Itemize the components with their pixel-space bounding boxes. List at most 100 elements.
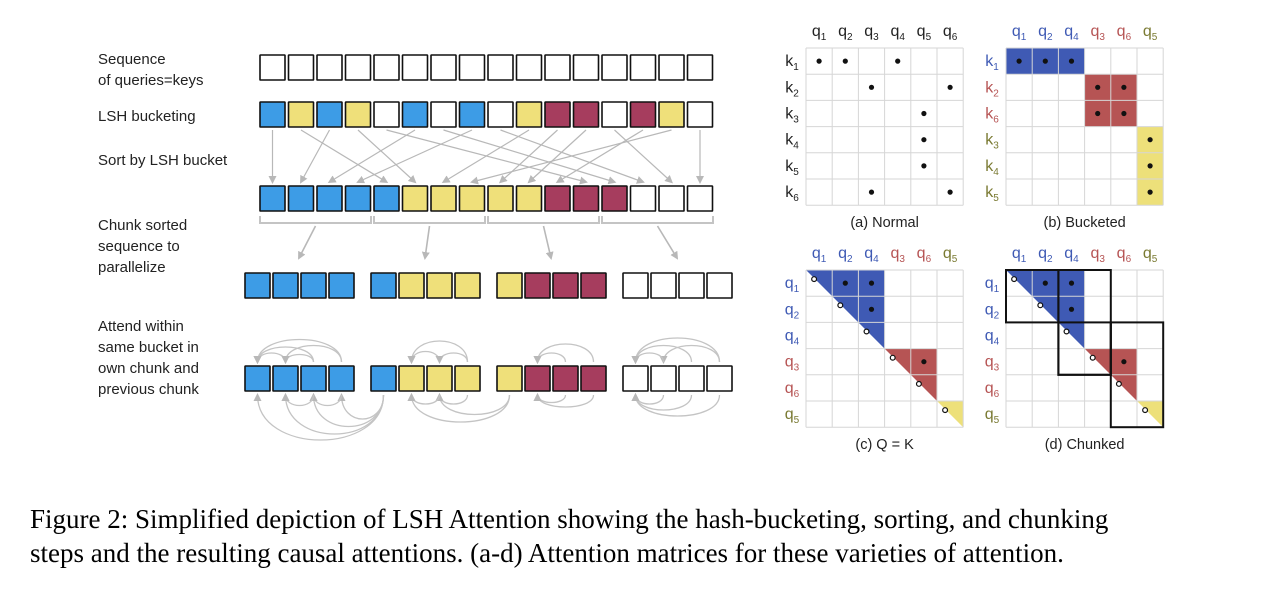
row-label-subscript: 6 (994, 389, 1000, 400)
row-label: q3 (785, 354, 800, 374)
attention-dot (1121, 84, 1127, 90)
attend-cell (398, 365, 425, 392)
attention-dot (868, 306, 875, 312)
sequence-cell (487, 54, 514, 81)
sort-arrow (527, 129, 587, 184)
self-attention-dot (942, 407, 949, 414)
attention-dot (1068, 306, 1075, 312)
causal-mask (1084, 348, 1137, 401)
step-label-3-line: Chunk sorted (98, 217, 187, 234)
row-label: k5 (985, 184, 999, 204)
prev-chunk-arc (281, 393, 315, 407)
attention-dot (1068, 58, 1075, 64)
chunk-box (1057, 321, 1112, 376)
attend-arc (533, 343, 595, 364)
bucketed-cell (515, 101, 543, 128)
prev-chunk-arc (337, 393, 385, 420)
bucketed-cell (487, 101, 514, 128)
col-label-subscript: 6 (1126, 254, 1132, 265)
col-label: q2 (1038, 23, 1053, 43)
sequence-cell (287, 54, 315, 81)
sequence-cell (373, 54, 400, 81)
prev-chunk-arc (281, 393, 385, 435)
col-label-subscript: 2 (847, 254, 853, 265)
sort-arrow (443, 129, 617, 185)
col-label-subscript: 5 (926, 32, 932, 43)
row-label: q6 (985, 380, 1000, 400)
chunk-cell (496, 272, 523, 299)
attend-cell (650, 365, 677, 392)
sort-arrow (327, 129, 416, 184)
sort-arrow (386, 129, 588, 185)
sequence-cell (259, 54, 286, 81)
row-label: q4 (985, 328, 1000, 348)
bucketed-cell (458, 101, 486, 128)
row-label-subscript: 5 (994, 415, 1000, 426)
row-label: q2 (985, 301, 1000, 321)
attention-dot (1016, 58, 1022, 64)
attention-dot (1147, 137, 1153, 143)
col-label: q4 (864, 245, 879, 265)
attend-cell (580, 365, 607, 392)
col-label: q4 (890, 23, 905, 43)
attention-dot (947, 84, 953, 90)
attend-cell (328, 365, 355, 392)
col-label: q2 (1038, 245, 1053, 265)
matrix-caption-b: (b) Bucketed (1043, 215, 1125, 231)
attention-dot (1042, 58, 1048, 64)
attention-dot (1068, 280, 1075, 286)
row-label: k6 (985, 106, 999, 126)
attend-arc (659, 344, 721, 364)
prev-chunk-arc (631, 393, 721, 417)
chunk-cell (552, 272, 579, 299)
sort-arrow (356, 129, 473, 184)
chunk-cell (300, 272, 327, 299)
attention-dot (1095, 110, 1101, 117)
bucketed-cell (686, 101, 714, 128)
attention-dot (921, 359, 927, 365)
row-label-subscript: 4 (794, 337, 800, 348)
attention-dot (1121, 110, 1127, 117)
sorted-cell (458, 185, 486, 212)
causal-mask (1137, 401, 1164, 428)
pipeline-arrows (253, 129, 721, 441)
sort-arrow (300, 129, 331, 184)
prev-chunk-arc (309, 393, 343, 407)
attend-cell (454, 365, 481, 392)
self-attention-dot (1011, 276, 1018, 283)
chunk-cell (678, 272, 705, 299)
row-label-subscript: 6 (993, 115, 999, 126)
row-label: q2 (785, 301, 800, 321)
attention-dot (947, 189, 953, 195)
attend-arc (631, 352, 665, 364)
col-label: q1 (812, 23, 827, 43)
col-label-subscript: 5 (952, 254, 958, 265)
row-label-subscript: 1 (993, 62, 999, 73)
col-label-subscript: 4 (873, 254, 879, 265)
col-label-subscript: 6 (952, 32, 958, 43)
col-label: q2 (838, 245, 853, 265)
row-label: q1 (985, 275, 1000, 295)
row-label: q6 (785, 380, 800, 400)
step-label-1-line: LSH bucketing (98, 108, 196, 125)
step-label-4-line: previous chunk (98, 381, 199, 398)
row-label: q4 (785, 328, 800, 348)
col-label-subscript: 2 (847, 32, 853, 43)
row-label-subscript: 1 (994, 284, 1000, 295)
col-label: q5 (917, 23, 932, 43)
row-label-subscript: 4 (793, 141, 799, 152)
chunk-cell (580, 272, 607, 299)
attend-arc (631, 337, 721, 364)
row-label: k3 (785, 106, 799, 126)
col-label-subscript: 3 (1099, 254, 1105, 265)
attend-cell (272, 365, 299, 392)
attention-dot (921, 163, 927, 169)
chunk-cell (272, 272, 299, 299)
col-label-subscript: 1 (821, 32, 827, 43)
row-label-subscript: 3 (993, 141, 999, 152)
prev-chunk-arc (435, 393, 511, 416)
col-label: q3 (1090, 23, 1105, 43)
sorted-cell (259, 185, 286, 212)
col-label-subscript: 4 (1073, 254, 1079, 265)
